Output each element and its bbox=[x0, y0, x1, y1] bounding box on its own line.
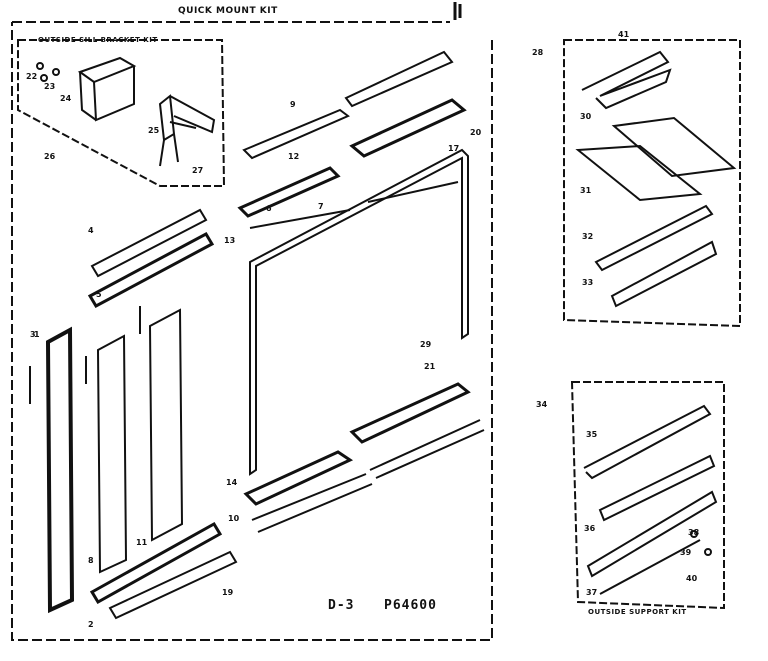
bottom-rail-parts bbox=[243, 382, 485, 533]
callout-28: 28 bbox=[532, 48, 544, 57]
top-right-tick bbox=[453, 2, 462, 20]
window-frame bbox=[249, 148, 469, 476]
callout-30: 30 bbox=[580, 112, 592, 121]
callout-33: 33 bbox=[582, 278, 594, 287]
callout-8: 8 bbox=[88, 556, 94, 565]
callout-23: 23 bbox=[44, 82, 56, 91]
callout-4: 4 bbox=[88, 226, 94, 235]
outside-support-kit-box bbox=[570, 381, 725, 610]
right-top-kit-box bbox=[563, 39, 741, 328]
callout-22: 22 bbox=[26, 72, 38, 81]
callout-38: 38 bbox=[688, 528, 700, 537]
outside-support-kit-title: OUTSIDE SUPPORT KIT bbox=[588, 608, 687, 616]
callout-39: 39 bbox=[680, 548, 692, 557]
callout-24: 24 bbox=[60, 94, 72, 103]
callout-7: 7 bbox=[318, 202, 324, 211]
callout-40: 40 bbox=[686, 574, 698, 583]
callout-21: 21 bbox=[424, 362, 436, 371]
callout-35: 35 bbox=[586, 430, 598, 439]
callout-37: 37 bbox=[586, 588, 598, 597]
outside-support-parts bbox=[583, 404, 718, 595]
callout-6: 6 bbox=[266, 204, 272, 213]
diagram-code-right: P64600 bbox=[384, 598, 437, 613]
callout-41: 41 bbox=[618, 30, 630, 39]
callout-3: 3 bbox=[30, 330, 36, 339]
callout-19: 19 bbox=[222, 588, 234, 597]
callout-11: 11 bbox=[136, 538, 148, 547]
quick-mount-kit-title: QUICK MOUNT KIT bbox=[178, 6, 278, 16]
outside-sill-bracket-kit-title: OUTSIDE SILL BRACKET KIT bbox=[38, 36, 158, 44]
top-rail-parts bbox=[237, 50, 467, 229]
callout-9: 9 bbox=[290, 100, 296, 109]
callout-2: 2 bbox=[88, 620, 94, 629]
callout-5: 5 bbox=[96, 290, 102, 299]
callout-1: 1 bbox=[34, 330, 40, 339]
callout-34: 34 bbox=[536, 400, 548, 409]
sill-bracket-kit-box bbox=[17, 39, 226, 187]
callout-26: 26 bbox=[44, 152, 56, 161]
callout-25: 25 bbox=[148, 126, 160, 135]
callout-17: 17 bbox=[448, 144, 460, 153]
diagram-code-left: D-3 bbox=[328, 598, 355, 613]
callout-32: 32 bbox=[582, 232, 594, 241]
sill-bracket-parts bbox=[36, 56, 216, 167]
callout-27: 27 bbox=[192, 166, 204, 175]
left-side-parts bbox=[29, 208, 238, 620]
callout-31: 31 bbox=[580, 186, 592, 195]
callout-14: 14 bbox=[226, 478, 238, 487]
right-top-parts bbox=[575, 50, 737, 308]
callout-10: 10 bbox=[228, 514, 240, 523]
callout-13: 13 bbox=[224, 236, 236, 245]
quick-mount-kit-border bbox=[11, 21, 493, 641]
callout-20: 20 bbox=[470, 128, 482, 137]
callout-36: 36 bbox=[584, 524, 596, 533]
callout-12: 12 bbox=[288, 152, 300, 161]
callout-29: 29 bbox=[420, 340, 432, 349]
